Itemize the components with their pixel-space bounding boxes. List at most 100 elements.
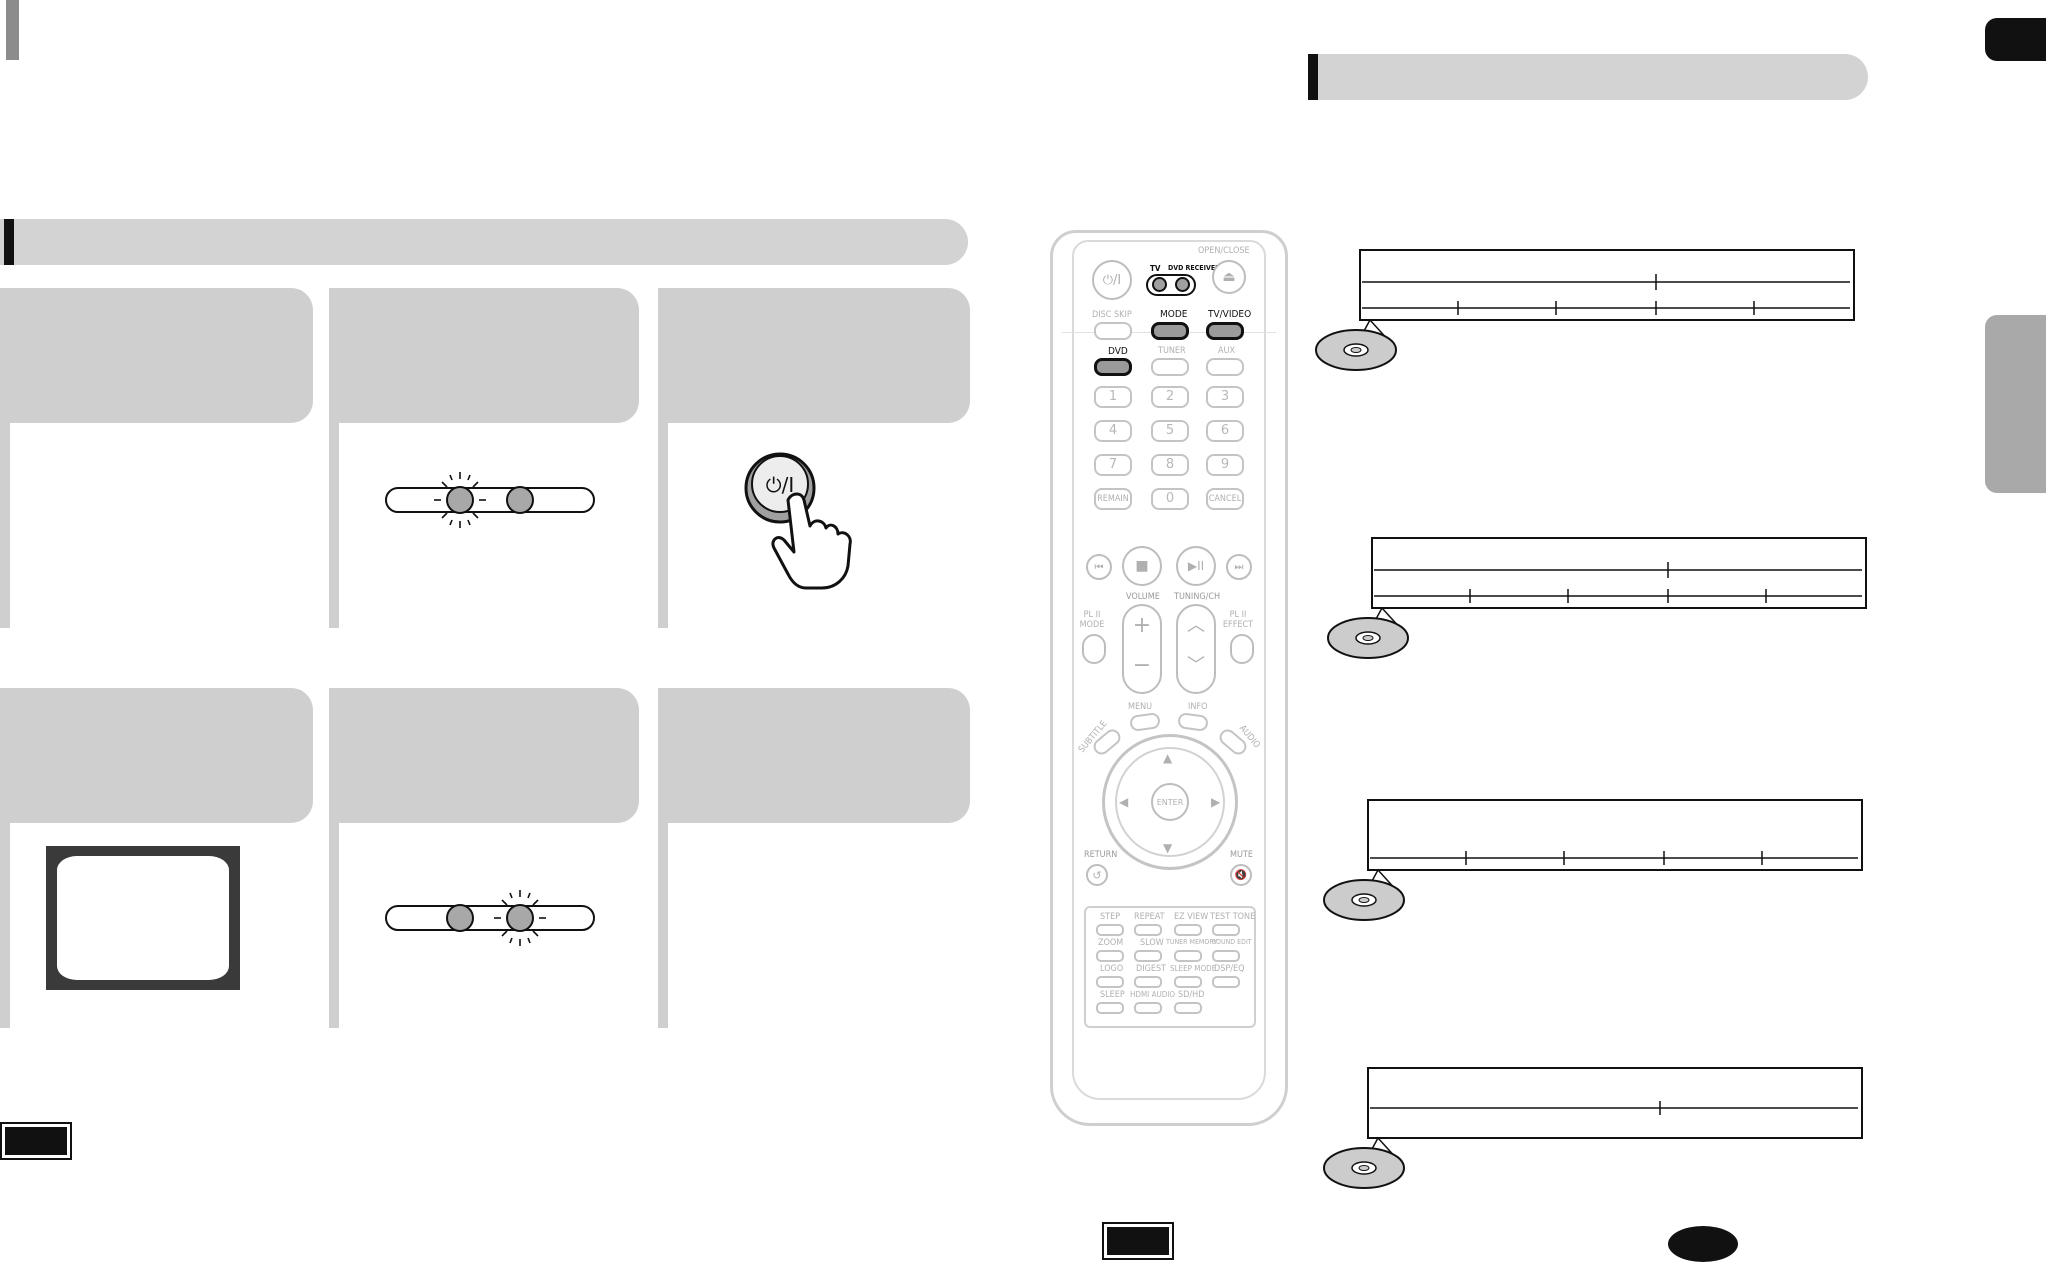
mute-icon: 🔇 [1234,869,1248,881]
label-step: STEP [1100,912,1121,922]
sound-edit-button[interactable] [1212,950,1240,962]
hdmi-audio-button[interactable] [1134,1002,1162,1014]
step-panel-6-stripe [658,823,668,1028]
mode-selector-illustration-left-lit [385,472,595,528]
label-tuning-ch: TUNING/CH [1174,592,1221,602]
chapter-tab-black [1985,18,2046,61]
disc-structure-diagram-4 [1323,1067,1863,1189]
digit-2-button[interactable]: 2 [1151,386,1189,408]
remain-button[interactable]: REMAIN [1094,488,1132,510]
volume-down-icon: − [1132,653,1152,678]
label-slow: SLOW [1140,938,1164,948]
label-mute: MUTE [1230,850,1253,860]
power-press-illustration: ⏻/I [744,452,852,590]
power-button[interactable]: ⏻/I [1092,260,1132,300]
disc-skip-button[interactable] [1094,322,1132,340]
pl2-effect-button[interactable] [1230,634,1254,664]
page-corner-tab [6,0,19,60]
label-menu: MENU [1128,702,1153,712]
label-tuner: TUNER [1158,346,1186,356]
test-tone-button[interactable] [1212,924,1240,936]
label-sleep: SLEEP [1100,990,1125,1000]
step-button[interactable] [1096,924,1124,936]
step-panel-3-header [658,288,970,423]
step-panel-2-stripe [329,423,339,628]
slow-button[interactable] [1134,950,1162,962]
eject-icon: ⏏ [1222,269,1236,285]
label-sleep-mode: SLEEP MODE [1170,964,1217,973]
label-disc-skip: DISC SKIP [1092,310,1132,320]
label-dsp-eq: DSP/EQ [1214,964,1245,974]
arrow-left-icon[interactable]: ◀ [1119,795,1129,809]
digit-1-button[interactable]: 1 [1094,386,1132,408]
repeat-button[interactable] [1134,924,1162,936]
open-close-button[interactable]: ⏏ [1212,260,1246,294]
arrow-right-icon[interactable]: ▶ [1211,795,1221,809]
sd-hd-button[interactable] [1174,1002,1202,1014]
digest-button[interactable] [1134,976,1162,988]
page-number-oval [1668,1226,1738,1262]
dvd-receiver-indicator-led [1175,277,1190,292]
arrow-up-icon[interactable]: ▲ [1163,751,1173,765]
mode-button[interactable] [1151,322,1189,340]
stop-button[interactable]: ■ [1122,546,1162,586]
skip-forward-icon: ⏭ [1234,561,1244,573]
remote-body-inner [1072,240,1266,1100]
pl2-mode-button[interactable] [1082,634,1106,664]
dsp-eq-button[interactable] [1212,976,1240,988]
tuner-button[interactable] [1151,358,1189,376]
label-mode: MODE [1160,309,1188,320]
digit-5-button[interactable]: 5 [1151,420,1189,442]
skip-forward-button[interactable]: ⏭ [1226,554,1252,580]
function-button-panel [1084,906,1256,1028]
enter-button[interactable]: ENTER [1151,783,1189,821]
navigation-pad[interactable]: ▲ ▼ ◀ ▶ ENTER [1102,734,1238,870]
dvd-button[interactable] [1094,358,1132,376]
skip-back-icon: ⏮ [1094,561,1104,573]
arrow-down-icon[interactable]: ▼ [1163,841,1173,855]
chevron-down-icon: ﹀ [1187,655,1205,676]
label-dvd: DVD [1108,346,1128,357]
note-tag-black-left [0,1122,72,1160]
label-tv-video: TV/VIDEO [1208,309,1252,320]
step-panel-6-header [658,688,970,823]
tuning-rocker[interactable]: ︿ ﹀ [1176,604,1216,694]
cancel-button[interactable]: CANCEL [1206,488,1244,510]
disc-structure-diagram-2 [1327,537,1867,659]
digit-3-button[interactable]: 3 [1206,386,1244,408]
play-pause-button[interactable]: ▶II [1176,546,1216,586]
section-header-marker-left [4,219,14,265]
mute-button[interactable]: 🔇 [1230,864,1252,886]
step-panel-5-stripe [329,823,339,1028]
label-aux: AUX [1218,346,1236,356]
label-sd-hd: SD/HD [1178,990,1205,1000]
ez-view-button[interactable] [1174,924,1202,936]
digit-4-button[interactable]: 4 [1094,420,1132,442]
label-pl2-effect: PL II EFFECT [1222,610,1254,630]
return-icon: ↺ [1092,868,1102,882]
skip-back-button[interactable]: ⏮ [1086,554,1112,580]
logo-button[interactable] [1096,976,1124,988]
return-button[interactable]: ↺ [1086,864,1108,886]
digit-8-button[interactable]: 8 [1151,454,1189,476]
label-pl2-mode: PL II MODE [1079,610,1105,630]
volume-rocker[interactable]: + − [1122,604,1162,694]
aux-button[interactable] [1206,358,1244,376]
mode-selector-illustration-right-lit [385,890,595,946]
step-panel-2-header [329,288,639,423]
zoom-button[interactable] [1096,950,1124,962]
tuner-memory-button[interactable] [1174,950,1202,962]
sleep-button[interactable] [1096,1002,1124,1014]
step-panel-4-header [0,688,313,823]
step-panel-5-header [329,688,639,823]
digit-7-button[interactable]: 7 [1094,454,1132,476]
tv-video-button[interactable] [1206,322,1244,340]
digit-0-button[interactable]: 0 [1151,488,1189,510]
label-tuner-memory: TUNER MEMORY [1166,938,1218,946]
step-panel-4-stripe [0,823,10,1028]
sleep-mode-button[interactable] [1174,976,1202,988]
remote-body [1050,230,1288,1126]
digit-6-button[interactable]: 6 [1206,420,1244,442]
tv-indicator-led [1152,277,1167,292]
digit-9-button[interactable]: 9 [1206,454,1244,476]
